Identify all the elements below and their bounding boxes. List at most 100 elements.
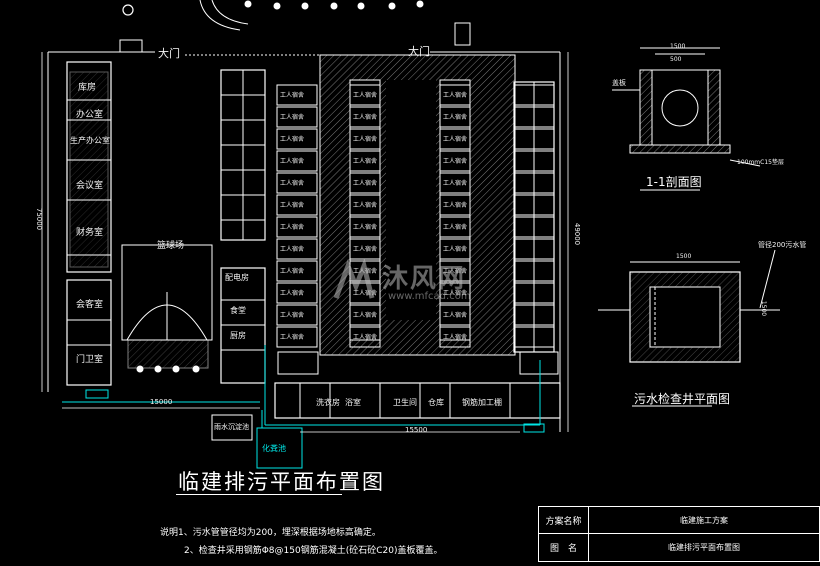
dim-right-height: 49000 bbox=[573, 222, 582, 246]
dim-bottom-right: 15500 bbox=[405, 426, 428, 434]
dorm-cell-label: 工人宿舍 bbox=[353, 114, 378, 121]
dorm-cell-label: 工人宿舍 bbox=[443, 290, 468, 297]
watermark: 沐风网 www.mfcad.com bbox=[330, 257, 500, 308]
dim-bottom-left: 15000 bbox=[150, 398, 173, 406]
plan-dim-1: 1500 bbox=[676, 253, 692, 260]
dorm-cell-label: 工人宿舍 bbox=[280, 92, 305, 99]
dorm-cell bbox=[439, 150, 471, 172]
section-view-title: 1-1剖面图 bbox=[646, 175, 702, 189]
dorm-cell-label: 工人宿舍 bbox=[280, 268, 305, 275]
drawing-notes: 说明1、污水管管径均为200，埋深根据场地标高确定。 2、检查井采用钢筋Φ8@1… bbox=[160, 524, 442, 560]
dorm-cell bbox=[276, 194, 318, 216]
dorm-cell bbox=[349, 304, 381, 326]
dorm-cell bbox=[276, 106, 318, 128]
dorm-cell-label: 工人宿舍 bbox=[280, 246, 305, 253]
bottom-room-3: 厨房 bbox=[230, 331, 246, 340]
dorm-cell-label: 工人宿舍 bbox=[280, 224, 305, 231]
bottom-room-5: 浴室 bbox=[345, 398, 361, 407]
basketball-court bbox=[121, 244, 213, 373]
watermark-brand: 沐风网 bbox=[382, 264, 467, 294]
dorm-cell-label: 工人宿舍 bbox=[353, 334, 378, 341]
title-block-project-value: 临建施工方案 bbox=[680, 515, 728, 525]
dim-left-height: 75000 bbox=[35, 207, 44, 231]
dorm-cell-label: 工人宿舍 bbox=[443, 92, 468, 99]
dorm-cell-label: 工人宿舍 bbox=[353, 246, 378, 253]
section-dim-1: 1500 bbox=[670, 43, 686, 50]
dorm-cell-label: 工人宿舍 bbox=[353, 92, 378, 99]
room-label-production-office: 生产办公室 bbox=[70, 136, 110, 145]
title-block: 方案名称 临建施工方案 图 名 临建排污平面布置图 bbox=[538, 506, 820, 562]
dorm-cell bbox=[439, 84, 471, 106]
bottom-room-4: 洗衣房 bbox=[316, 398, 340, 407]
watermark-url: www.mfcad.com bbox=[388, 291, 471, 302]
dorm-cell bbox=[439, 106, 471, 128]
room-label-storage: 库房 bbox=[78, 83, 97, 93]
dorm-cell bbox=[349, 84, 381, 106]
drawing-title-underline bbox=[176, 494, 342, 495]
central-courtyard bbox=[319, 54, 516, 356]
dorm-cell bbox=[276, 304, 318, 326]
dorm-cell bbox=[276, 238, 318, 260]
dorm-cell bbox=[439, 128, 471, 150]
top-landscape bbox=[119, 0, 471, 56]
drawing-title: 临建排污平面布置图 bbox=[178, 470, 385, 494]
dorm-cell-label: 工人宿舍 bbox=[353, 136, 378, 143]
section-dim-2: 500 bbox=[670, 56, 682, 63]
room-label-guard: 门卫室 bbox=[76, 355, 104, 365]
septic-tank-label: 化粪池 bbox=[262, 444, 286, 453]
dorm-cell-label: 工人宿舍 bbox=[443, 334, 468, 341]
dorm-cell-label: 工人宿舍 bbox=[280, 180, 305, 187]
note-line-2: 2、检查井采用钢筋Φ8@150钢筋混凝土(砼石砼C20)盖板覆盖。 bbox=[184, 546, 443, 556]
section-1-1-view bbox=[612, 47, 761, 191]
dorm-cell bbox=[276, 326, 318, 348]
dorm-cell-label: 工人宿舍 bbox=[443, 202, 468, 209]
dorm-cell-label: 工人宿舍 bbox=[443, 268, 468, 275]
court-label: 篮球场 bbox=[157, 241, 185, 251]
dorm-cell bbox=[349, 238, 381, 260]
dorm-cell bbox=[276, 216, 318, 238]
dorm-cell bbox=[276, 260, 318, 282]
dorm-cell bbox=[349, 216, 381, 238]
bottom-room-7: 仓库 bbox=[428, 398, 444, 407]
note-line-1: 说明1、污水管管径均为200，埋深根据场地标高确定。 bbox=[160, 528, 381, 538]
left-dorm-block bbox=[220, 69, 266, 384]
dorm-cell bbox=[349, 172, 381, 194]
title-block-project-row: 方案名称 临建施工方案 bbox=[539, 507, 819, 534]
dorm-cell-label: 工人宿舍 bbox=[280, 114, 305, 121]
title-block-drawing-row: 图 名 临建排污平面布置图 bbox=[539, 534, 819, 561]
dorm-cell bbox=[439, 326, 471, 348]
plan-dim-2: 1500 bbox=[760, 300, 768, 317]
section-label-bedding: 100mmC15垫层 bbox=[737, 159, 784, 166]
room-label-office: 办公室 bbox=[76, 110, 104, 120]
dorm-cell bbox=[439, 260, 471, 282]
dorm-cell bbox=[439, 282, 471, 304]
dorm-cell bbox=[349, 282, 381, 304]
gate-label-1: 大门 bbox=[158, 47, 180, 60]
gate-label-2: 大门 bbox=[408, 45, 430, 58]
dorm-cell bbox=[276, 150, 318, 172]
dorm-cell-label: 工人宿舍 bbox=[280, 312, 305, 319]
title-block-drawing-value: 临建排污平面布置图 bbox=[668, 543, 740, 552]
dimension-lines bbox=[41, 52, 569, 433]
sewer-pipes bbox=[85, 345, 545, 433]
bottom-room-8: 钢筋加工棚 bbox=[462, 398, 502, 407]
bottom-building-row bbox=[274, 351, 561, 419]
dorm-cell bbox=[276, 84, 318, 106]
title-block-drawing-key: 图 名 bbox=[539, 534, 589, 561]
dorm-cell bbox=[439, 238, 471, 260]
dorm-cell bbox=[349, 326, 381, 348]
dorm-cell bbox=[439, 194, 471, 216]
room-label-reception: 会客室 bbox=[76, 300, 104, 310]
plan-label-pipe: 管径200污水管 bbox=[758, 241, 807, 249]
dorm-cell bbox=[439, 304, 471, 326]
title-block-project-key: 方案名称 bbox=[539, 507, 589, 533]
dorm-cell-label: 工人宿舍 bbox=[353, 312, 378, 319]
dorm-cell bbox=[349, 194, 381, 216]
dorm-cell bbox=[276, 282, 318, 304]
site-boundary bbox=[47, 51, 561, 432]
bottom-room-2: 食堂 bbox=[230, 306, 246, 315]
dorm-cell-label: 工人宿舍 bbox=[280, 136, 305, 143]
dorm-cell-label: 工人宿舍 bbox=[280, 202, 305, 209]
right-dorm-block bbox=[513, 81, 555, 353]
